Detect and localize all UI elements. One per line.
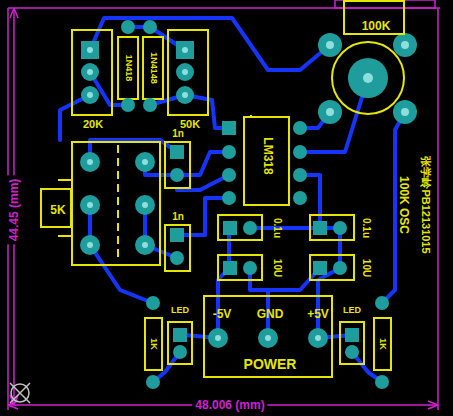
board-outline [8,0,440,410]
board-title: 100K OSC [398,176,410,234]
part-value: 0.1u [272,218,282,238]
part-value: 1n [172,129,184,139]
part-value: 1N418 [124,55,133,82]
power-connector: -5V GND +5V POWER [203,295,333,378]
author-note: 张学岭PB12131015 [420,156,431,253]
part-name: LED [343,306,361,315]
part-name: LED [171,306,189,315]
part-value: 1K [149,338,158,350]
part-value: 20K [83,119,103,130]
part-value: 50K [180,119,200,130]
part-value: 0.1u [361,218,371,238]
pads [80,20,417,389]
pin-name: +5V [307,308,329,320]
part-value: 100K [362,20,391,32]
part-value: 10U [361,259,371,277]
part-value: 1N4148 [149,52,158,84]
trimmer-box: 5K [40,188,72,228]
copper-traces [60,18,405,382]
part-value: 10U [272,259,282,277]
connector-name: POWER [244,357,297,371]
silkscreen [58,30,404,370]
ic-package: LM318 [243,116,290,206]
part-value: 1K [378,338,387,350]
dimension: 48.006 (mm) [192,398,267,412]
dimension: 44.45 (mm) [7,176,21,245]
pin-name: GND [257,308,284,320]
part-value: 5K [50,204,65,216]
pin-name: -5V [213,308,232,320]
ic-name: LM318 [262,137,274,174]
potentiometer-box: 100K [343,0,405,35]
part-value: 1n [172,212,184,222]
